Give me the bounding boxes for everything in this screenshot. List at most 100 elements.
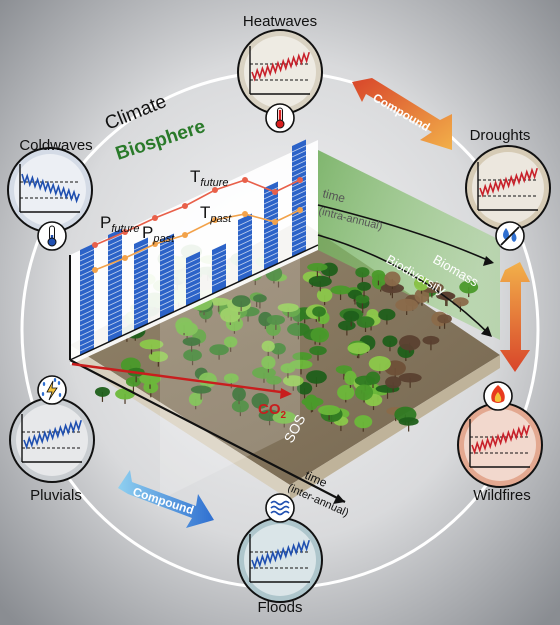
bar-stripe (291, 210, 307, 218)
tree-canopy (378, 308, 396, 321)
bar-stripe (263, 197, 279, 205)
t-past-dot (272, 219, 278, 225)
bar-stripe (291, 165, 307, 173)
bar-stripe (79, 254, 95, 262)
precip-bar (212, 243, 226, 295)
bar-stripe (291, 215, 307, 223)
tree-canopy (330, 285, 351, 295)
tree-canopy (289, 359, 313, 370)
bar-stripe (291, 150, 307, 158)
bar-stripe (133, 263, 149, 271)
tree-canopy (368, 356, 391, 372)
bar-stripe (291, 225, 307, 233)
t-past-dot (182, 232, 188, 238)
bar-stripe (79, 304, 95, 312)
tree-canopy (382, 335, 398, 348)
tree-canopy (385, 376, 402, 389)
bar-stripe (133, 253, 149, 261)
tree-canopy (252, 366, 276, 379)
tree-canopy (148, 351, 168, 362)
wildfires-plot-area (464, 409, 536, 481)
coldwaves-series (21, 173, 80, 204)
t-future-dot (272, 189, 278, 195)
bar-stripe (291, 155, 307, 163)
t-future-dot (152, 215, 158, 221)
bar-stripe (79, 344, 95, 352)
bar-stripe (263, 227, 279, 235)
tree-canopy (355, 267, 370, 278)
co2-arrowhead (280, 388, 292, 399)
t-past-dot (242, 211, 248, 217)
axis-intra-annual (69, 244, 319, 361)
tree-canopy (261, 340, 275, 352)
tree-canopy (318, 405, 341, 416)
bar-stripe (237, 219, 253, 227)
wildfires-series (471, 424, 530, 455)
bar-stripe (185, 267, 201, 275)
tree-canopy (355, 294, 370, 304)
bar-stripe (211, 274, 227, 282)
tree-canopy (304, 394, 319, 411)
bar-stripe (211, 249, 227, 257)
t-future-dot (182, 203, 188, 209)
bar-stripe (79, 289, 95, 297)
tree-canopy (316, 288, 333, 302)
bar-stripe (79, 324, 95, 332)
floods-plot-area (244, 524, 316, 596)
bar-stripe (107, 269, 123, 277)
co2-subscript: 2 (281, 410, 287, 421)
bar-stripe (107, 314, 123, 322)
bar-stripe (237, 269, 253, 277)
t-past-dot (212, 217, 218, 223)
bar-stripe (79, 259, 95, 267)
bar-stripe (107, 319, 123, 327)
bar-stripe (291, 180, 307, 188)
bar-stripe (159, 269, 175, 277)
thermo-hot-icon (265, 103, 295, 133)
tree-canopy (356, 316, 375, 328)
tree-canopy (422, 335, 440, 345)
bar-stripe (211, 264, 227, 272)
heatwaves-series (251, 51, 310, 82)
bar-stripe (291, 235, 307, 243)
t-past-label: Tpast (200, 203, 232, 225)
tree-canopy (337, 384, 355, 400)
bar-stripe (79, 284, 95, 292)
droughts-label: Droughts (470, 127, 531, 144)
droughts-series (479, 167, 538, 198)
bar-stripe (79, 279, 95, 287)
tree-canopy (459, 280, 479, 294)
t-future-label: Tfuture (190, 167, 229, 189)
drops-icon (495, 221, 525, 251)
tree-canopy (287, 322, 310, 337)
bar-stripe (211, 254, 227, 262)
bar-stripe (237, 244, 253, 252)
bar-stripe (263, 237, 279, 245)
bar-stripe (237, 224, 253, 232)
tree-canopy (384, 271, 401, 287)
time-inter-annual-axis (69, 359, 346, 503)
tree-canopy (266, 375, 282, 385)
coldwaves-hazard (7, 147, 93, 233)
tree-canopy (115, 388, 135, 400)
tree-canopy (338, 320, 356, 331)
tree-canopy (398, 373, 422, 383)
bar-stripe (291, 220, 307, 228)
bar-stripe (263, 207, 279, 215)
tree-canopy (232, 387, 246, 402)
fire-icon (483, 381, 513, 411)
bar-stripe (159, 289, 175, 297)
bar-stripe (107, 329, 123, 337)
bar-stripe (133, 278, 149, 286)
tree-canopy (309, 345, 327, 356)
bar-stripe (133, 308, 149, 316)
tree-canopy (414, 276, 430, 291)
bar-stripe (159, 279, 175, 287)
t-past-dot (92, 267, 98, 273)
bar-stripe (107, 284, 123, 292)
t-past-line (94, 209, 301, 271)
biodiversity-arrowhead (481, 326, 492, 337)
tree-canopy (354, 415, 373, 429)
tree-canopy (343, 310, 360, 322)
